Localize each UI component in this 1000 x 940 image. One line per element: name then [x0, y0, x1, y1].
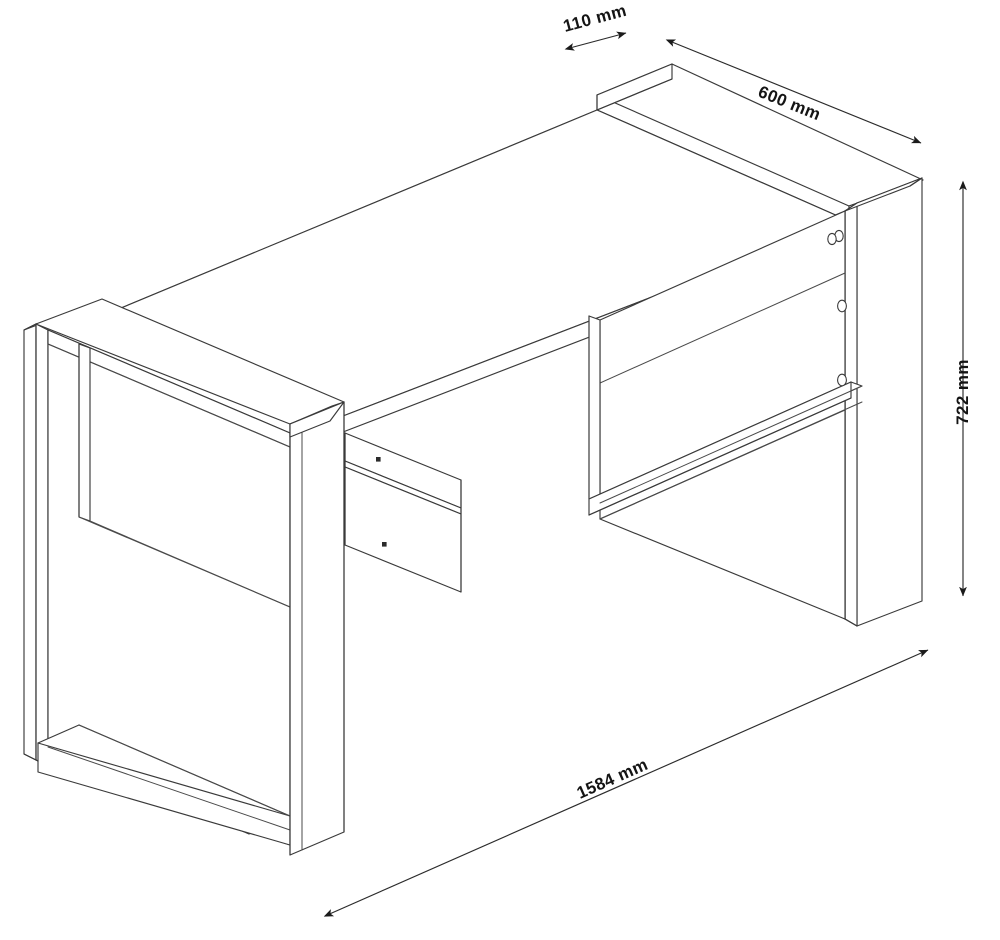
dimension-722mm-label: 722 mm — [953, 359, 972, 425]
left-leg-foot — [23, 753, 39, 762]
left-leg-front-post — [289, 401, 345, 856]
dimension-1584mm-label: 1584 mm — [574, 755, 651, 803]
dimension-110mm-label: 110 mm — [561, 1, 628, 36]
right-side-panel — [844, 177, 923, 627]
lower-drawer-knob[interactable] — [382, 542, 387, 547]
dowel-hole-icon — [837, 373, 847, 387]
desk-assembly — [23, 63, 924, 856]
right-leg-inner-panel — [599, 210, 846, 620]
left-post-top-joint — [289, 401, 345, 438]
dimension-110mm: 110 mm — [561, 1, 629, 51]
right-knee-space — [588, 315, 863, 520]
dowel-hole-icon — [827, 232, 837, 246]
upper-drawer-knob[interactable] — [376, 457, 381, 462]
dowel-hole-icon — [837, 299, 847, 313]
left-leg-frame — [35, 298, 345, 846]
dimension-1584mm: 1584 mm — [323, 649, 929, 917]
dowel-holes-right-panel — [827, 229, 847, 387]
dimension-722mm: 722 mm — [953, 180, 972, 597]
drawer-block — [344, 432, 462, 593]
